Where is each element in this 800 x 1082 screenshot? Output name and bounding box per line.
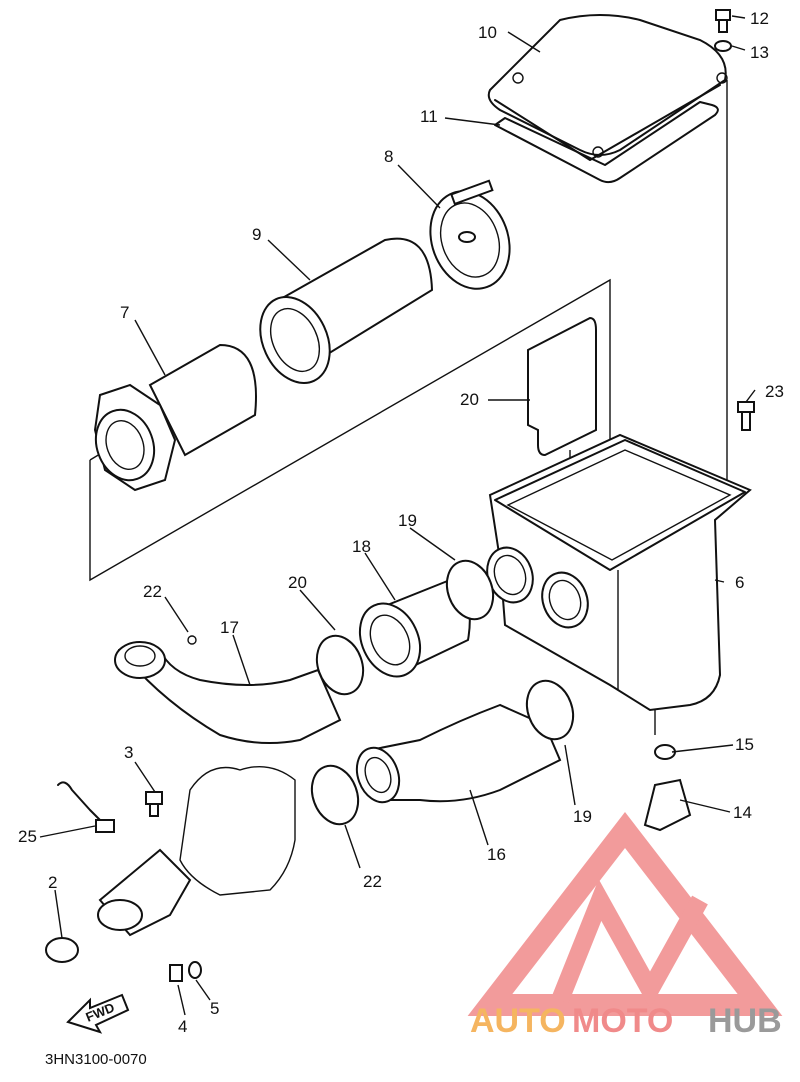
label-part-15: 15: [735, 735, 754, 754]
label-part-3: 3: [124, 743, 133, 762]
element-cap: [429, 179, 511, 290]
label-part-23: 22: [363, 872, 382, 891]
label-part-18: 18: [352, 537, 371, 556]
lower-joint: [355, 703, 562, 804]
air-box-plate: [527, 316, 597, 457]
pipe-clip-22: [187, 635, 197, 645]
label-part-14: 14: [733, 803, 752, 822]
label-part-21: 20: [460, 390, 479, 409]
label-part-8: 8: [384, 147, 393, 166]
watermark-logo: [467, 811, 783, 1016]
air-box: [486, 433, 752, 735]
clamp-lower-19: [525, 679, 575, 741]
label-part-25: 25: [18, 827, 37, 846]
label-part-12: 12: [750, 9, 769, 28]
air-box-cover: [487, 14, 728, 161]
label-part-19-upper: 19: [398, 511, 417, 530]
cover-washer: [714, 40, 732, 52]
cover-bolt: [715, 9, 731, 33]
label-part-11: 11: [420, 107, 438, 126]
label-part-16: 16: [487, 845, 506, 864]
cover-gasket: [494, 101, 719, 184]
o-ring: [45, 937, 79, 963]
label-part-7: 7: [120, 303, 129, 322]
label-part-20: 20: [288, 573, 307, 592]
intake-pipe: [114, 641, 342, 745]
diagram-code: 3HN3100-0070: [45, 1051, 147, 1068]
inner-filter-element: [93, 343, 257, 492]
label-part-6: 6: [735, 573, 744, 592]
label-part-22: 22: [143, 582, 162, 601]
label-part-10: 10: [478, 23, 497, 42]
watermark-moto: MOTO: [572, 1002, 673, 1040]
breather-hose: [57, 781, 106, 826]
clamp-lower-23: [310, 764, 360, 826]
label-part-24: 23: [765, 382, 784, 401]
clamp-upper-19: [445, 559, 495, 621]
carb-joint: [97, 848, 192, 937]
intake-joint: [358, 576, 471, 678]
watermark-hub: HUB: [708, 1002, 782, 1040]
label-part-17: 17: [220, 618, 239, 637]
hose-clip: [95, 819, 115, 833]
label-part-13: 13: [750, 43, 769, 62]
leader-lines: [39, 15, 756, 1016]
watermark-text: AUTO MOTO HUB: [470, 1002, 782, 1040]
carburetor-outline: [179, 766, 296, 896]
drain-plug: [643, 778, 692, 832]
air-box-bolt: [737, 401, 755, 431]
joint-bolt: [145, 791, 163, 817]
washer: [188, 961, 202, 979]
label-part-5: 5: [210, 999, 219, 1018]
label-part-4: 4: [178, 1017, 187, 1036]
label-part-9: 9: [252, 225, 261, 244]
watermark-auto: AUTO: [470, 1002, 566, 1040]
nut: [169, 964, 183, 982]
forward-arrow: FWD: [66, 993, 130, 1034]
outer-filter-element: [259, 237, 434, 384]
label-part-2: 2: [48, 873, 57, 892]
part-labels: 10 12 13 11 8 9 7 20 23 6 19 18 20 22 17…: [18, 9, 784, 1036]
label-part-19-lower: 19: [573, 807, 592, 826]
